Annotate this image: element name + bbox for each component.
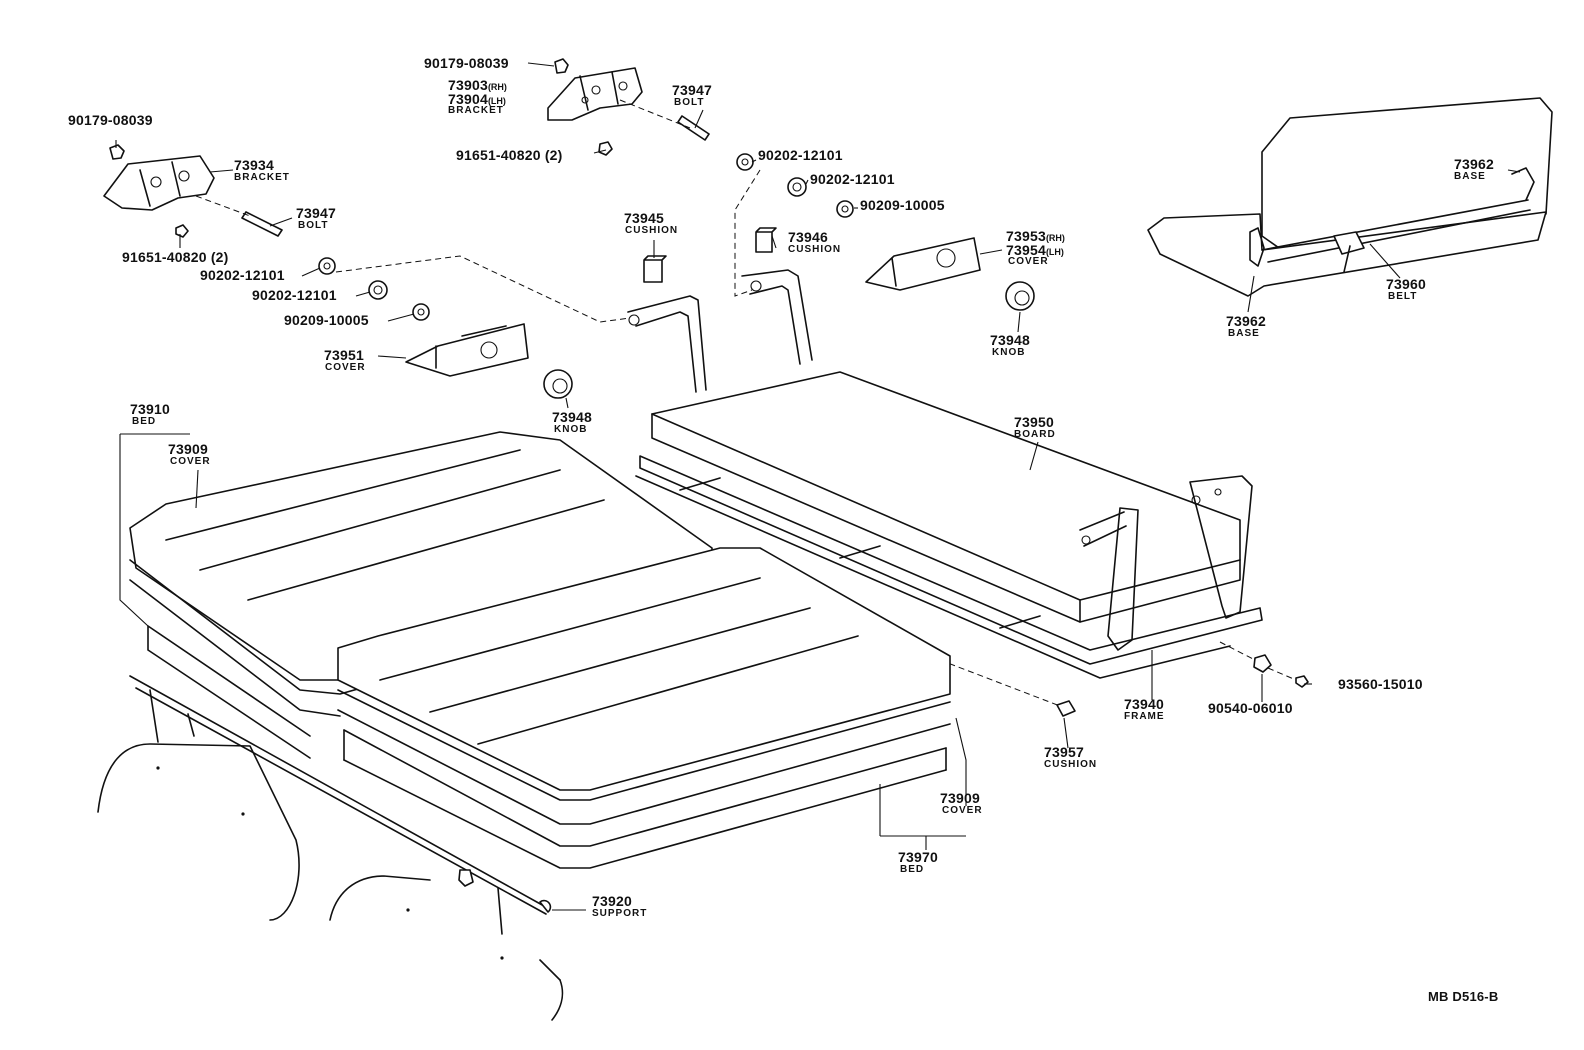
name-board: BOARD: [1014, 429, 1056, 440]
name-knob-left: KNOB: [554, 424, 588, 435]
leader-lines: [115, 62, 1521, 911]
label-73953: 73953(RH): [1006, 229, 1065, 245]
label-93560-15010: 93560-15010: [1338, 676, 1423, 692]
knob-drawings: [543, 281, 1035, 399]
bracket-73903-drawing: [547, 58, 710, 156]
suffix-lh-73954: (LH): [1045, 247, 1064, 257]
label-73970: 73970: [898, 849, 938, 865]
seat-73960-drawing: [1147, 97, 1553, 297]
name-cushion-73946: CUSHION: [788, 244, 842, 255]
dashed-leaders: [335, 169, 1297, 707]
label-73957: 73957: [1044, 744, 1084, 760]
label-90202-12101-b: 90202-12101: [252, 287, 337, 303]
label-73934: 73934: [234, 157, 274, 173]
label-73962-top: 73962: [1454, 156, 1494, 172]
label-73962-bottom: 73962: [1226, 313, 1266, 329]
label-73960: 73960: [1386, 276, 1426, 292]
name-bracket-73904: BRACKET: [448, 105, 504, 116]
label-73910: 73910: [130, 401, 170, 417]
vehicle-body-outline: [97, 743, 564, 1021]
diagram-code: MB D516-B: [1428, 989, 1499, 1004]
label-73950: 73950: [1014, 414, 1054, 430]
name-bed-73910: BED: [132, 416, 157, 427]
label-73948-right: 73948: [990, 332, 1030, 348]
name-support: SUPPORT: [592, 908, 648, 919]
name-cover-73954: COVER: [1008, 256, 1049, 267]
label-90202-12101-c: 90202-12101: [758, 147, 843, 163]
label-73951: 73951: [324, 347, 364, 363]
part-number-73953: 73953: [1006, 228, 1046, 244]
name-cushion-73945: CUSHION: [625, 225, 679, 236]
name-cover-73951: COVER: [325, 362, 366, 373]
label-73909-top: 73909: [168, 441, 208, 457]
label-91651-40820-top: 91651-40820 (2): [456, 147, 563, 163]
label-73909-bottom: 73909: [940, 790, 980, 806]
suffix-rh: (RH): [487, 82, 507, 92]
name-bed-73970: BED: [900, 864, 925, 875]
label-73946: 73946: [788, 229, 828, 245]
cushion-parts-drawing: [643, 227, 1076, 717]
label-73954: 73954(LH): [1006, 243, 1064, 259]
bracket-73934-drawing: [103, 144, 283, 238]
frame-hardware-drawing: [1253, 654, 1309, 688]
name-base-bottom: BASE: [1228, 328, 1260, 339]
suffix-rh-73953: (RH): [1045, 233, 1065, 243]
name-knob-right: KNOB: [992, 347, 1026, 358]
name-bolt-left: BOLT: [298, 220, 329, 231]
label-91651-40820-left: 91651-40820 (2): [122, 249, 229, 265]
board-73950-drawing: [635, 371, 1263, 679]
cover-73951-drawing: [405, 323, 529, 377]
label-73945: 73945: [624, 210, 664, 226]
name-bracket-73934: BRACKET: [234, 172, 290, 183]
name-base-top: BASE: [1454, 171, 1486, 182]
label-73947-left: 73947: [296, 205, 336, 221]
name-cover-73909-bottom: COVER: [942, 805, 983, 816]
name-belt: BELT: [1388, 291, 1418, 302]
part-number-73903: 73903: [448, 77, 488, 93]
label-90209-10005-right: 90209-10005: [860, 197, 945, 213]
label-73947-top: 73947: [672, 82, 712, 98]
suffix-lh: (LH): [487, 96, 506, 106]
label-90540-06010: 90540-06010: [1208, 700, 1293, 716]
cover-73953-drawing: [865, 237, 981, 291]
label-90202-12101-a: 90202-12101: [200, 267, 285, 283]
label-73920: 73920: [592, 893, 632, 909]
name-frame: FRAME: [1124, 711, 1165, 722]
part-number-73954: 73954: [1006, 242, 1046, 258]
label-90202-12101-d: 90202-12101: [810, 171, 895, 187]
name-cover-73909-top: COVER: [170, 456, 211, 467]
label-90209-10005-left: 90209-10005: [284, 312, 369, 328]
label-90179-08039-top: 90179-08039: [424, 55, 509, 71]
label-73904: 73904(LH): [448, 92, 506, 108]
support-73920-drawing: [129, 675, 552, 935]
frame-arms-drawing: [627, 269, 813, 393]
label-90179-08039-left: 90179-08039: [68, 112, 153, 128]
label-73940: 73940: [1124, 696, 1164, 712]
label-73903: 73903(RH): [448, 78, 507, 94]
name-bolt-top: BOLT: [674, 97, 705, 108]
washers-drawing: [318, 153, 854, 321]
name-cushion-73957: CUSHION: [1044, 759, 1098, 770]
part-number-73904: 73904: [448, 91, 488, 107]
label-73948-left: 73948: [552, 409, 592, 425]
bed-73970-drawing: [337, 547, 951, 869]
